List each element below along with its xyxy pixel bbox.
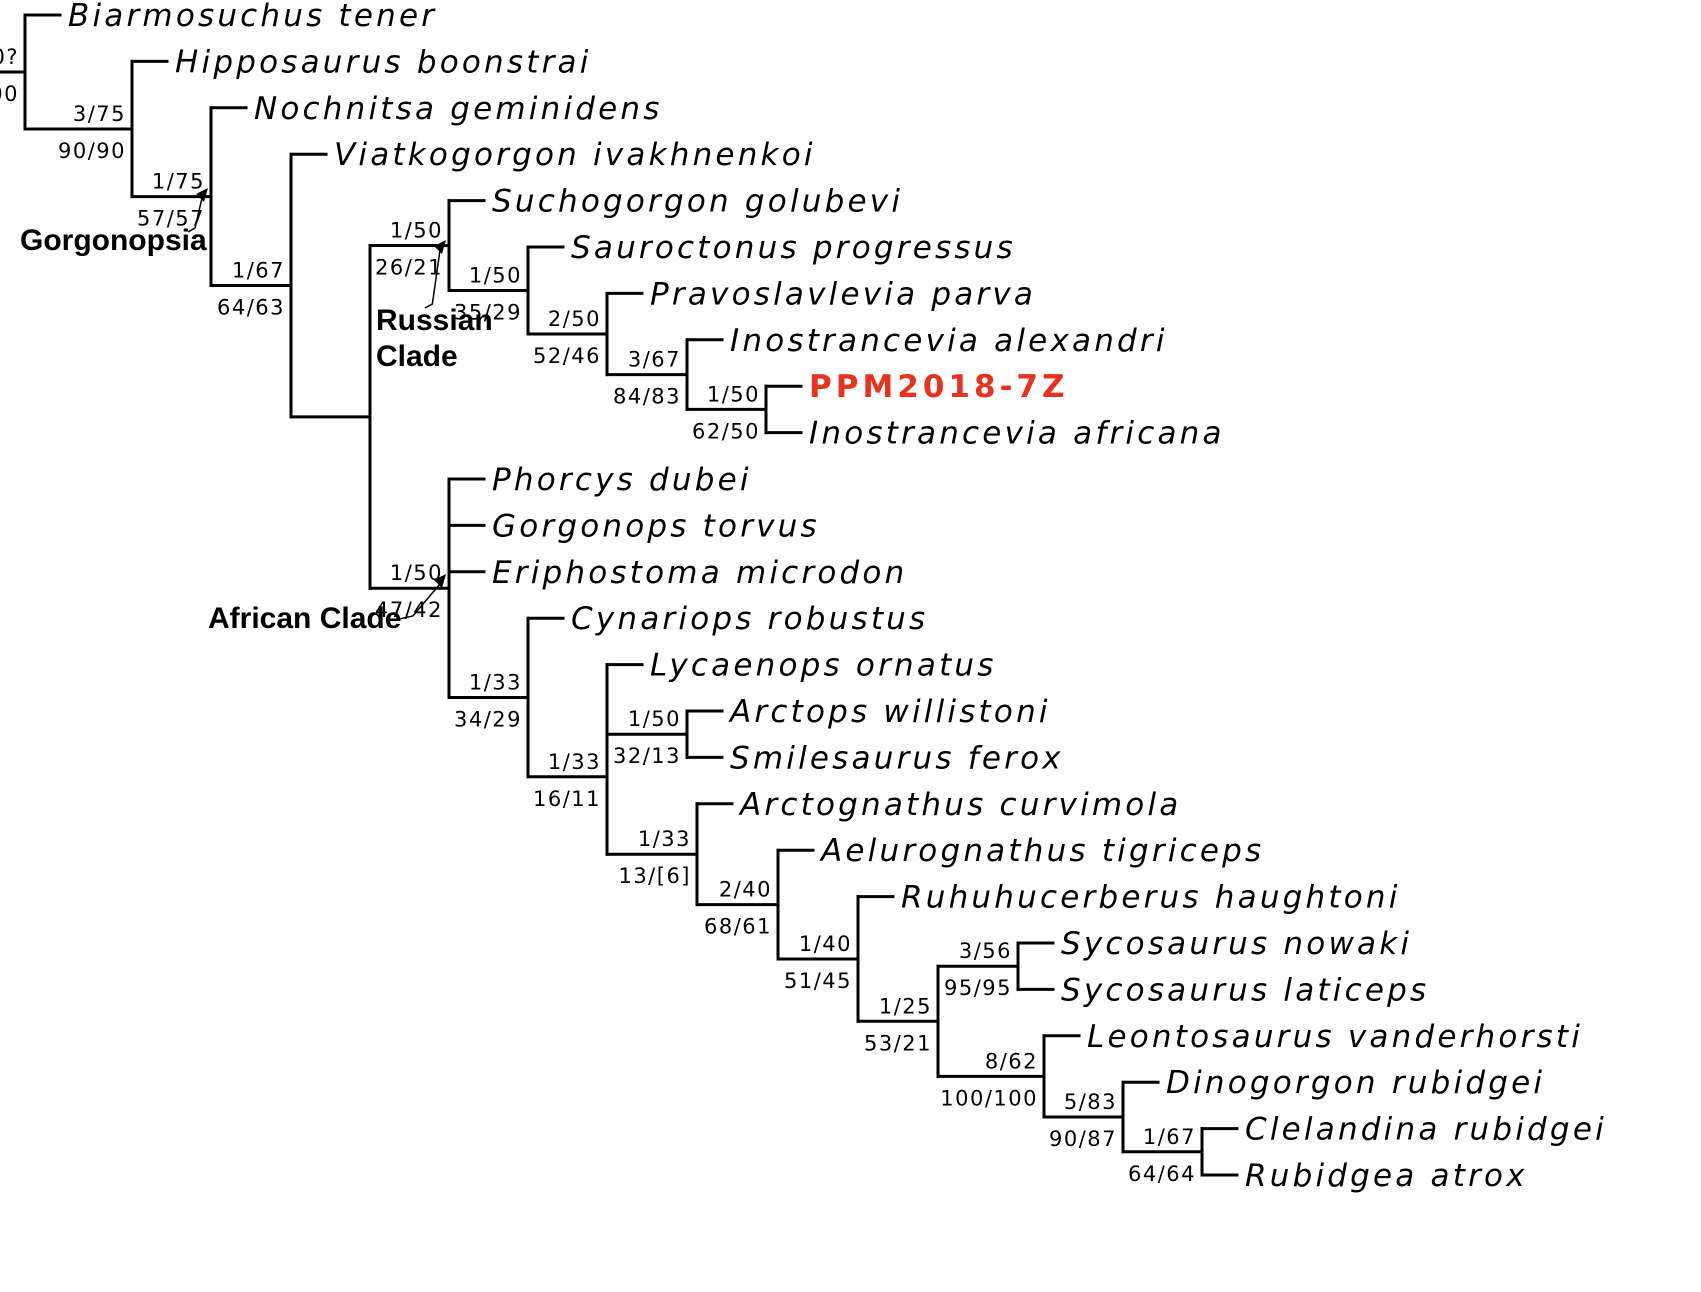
taxon-label-dinogorgon-rubidgei: Dinogorgon rubidgei [1166, 1065, 1545, 1101]
support-above-n_leon: 8/62 [985, 1049, 1038, 1073]
support-above-n_cyn: 1/33 [469, 670, 522, 694]
support-below-n_russian: 26/21 [375, 256, 443, 280]
taxon-label-phorcys-dubei: Phorcys dubei [492, 462, 752, 498]
support-above-n_russian: 1/50 [390, 219, 443, 243]
support-above-n_ruh: 1/40 [799, 932, 852, 956]
arrowhead-n_african [434, 574, 446, 588]
support-below-n_gorgonopsia: 57/57 [137, 207, 205, 231]
arrowhead-n_gorgonopsia [196, 188, 208, 202]
support-above-n_ael: 2/40 [719, 878, 772, 902]
support-above-n_hippo: 3/75 [73, 102, 126, 126]
support-below-n_saur: 35/29 [454, 301, 522, 325]
taxon-label-sauroctonus-progressus: Sauroctonus progressus [571, 230, 1016, 266]
support-below-n_arctog: 13/[6] [618, 864, 691, 888]
support-below-n_leon: 100/100 [940, 1086, 1038, 1110]
support-below-n_syco: 95/95 [944, 976, 1012, 1000]
taxon-label-inostrancevia-africana: Inostrancevia africana [809, 416, 1225, 452]
pointer-n_african [394, 583, 441, 621]
taxon-label-cynariops-robustus: Cynariops robustus [571, 601, 928, 637]
support-above-n_inos: 3/67 [628, 348, 681, 372]
support-above-n_syco: 3/56 [959, 939, 1012, 963]
support-above-n_prav: 2/50 [548, 307, 601, 331]
support-above-n_lyc: 1/33 [548, 750, 601, 774]
support-below-n_ael: 68/61 [704, 915, 772, 939]
support-above-n_arctog: 1/33 [638, 827, 691, 851]
support-below-n_hippo: 90/90 [58, 139, 126, 163]
taxon-label-clelandina-rubidgei: Clelandina rubidgei [1245, 1112, 1607, 1148]
support-above-n_saur: 1/50 [469, 264, 522, 288]
support-below-n_african: 47/42 [375, 598, 443, 622]
support-above-n_clel: 1/67 [1143, 1125, 1196, 1149]
support-above-n_arctops: 1/50 [628, 707, 681, 731]
taxon-label-viatkogorgon-ivakhnenkoi: Viatkogorgon ivakhnenkoi [334, 137, 816, 173]
taxon-label-eriphostoma-microdon: Eriphostoma microdon [492, 555, 907, 591]
taxon-label-inostrancevia-alexandri: Inostrancevia alexandri [730, 323, 1168, 359]
support-below-n_ppm: 62/50 [692, 419, 760, 443]
pointer-n_gorgonopsia [187, 197, 203, 233]
taxon-label-arctops-willistoni: Arctops willistoni [728, 694, 1051, 730]
support-above-n_rub: 1/25 [879, 994, 932, 1018]
pointer-n_russian [424, 249, 441, 309]
taxon-label-rubidgea-atrox: Rubidgea atrox [1245, 1158, 1528, 1194]
support-below-n_prav: 52/46 [533, 344, 601, 368]
support-above-n_ppm: 1/50 [707, 382, 760, 406]
taxon-label-hipposaurus-boonstrai: Hipposaurus boonstrai [175, 44, 592, 80]
taxon-label-sycosaurus-nowaki: Sycosaurus nowaki [1061, 926, 1412, 962]
tree-branches [0, 13, 1239, 1177]
support-below-n_cyn: 34/29 [454, 707, 522, 731]
taxon-label-leontosaurus-vanderhorsti: Leontosaurus vanderhorsti [1087, 1019, 1583, 1055]
clade-label-russian-clade-line1: Russian [376, 304, 493, 337]
support-above-n_gorgonopsia: 1/75 [152, 170, 205, 194]
clade-label-gorgonopsia: Gorgonopsia [20, 224, 207, 257]
clade-label-russian-clade-line2: Clade [376, 340, 458, 373]
taxon-label-nochnitsa-geminidens: Nochnitsa geminidens [254, 91, 663, 127]
support-below-n_rub: 53/21 [864, 1031, 932, 1055]
taxon-label-ppm2018-7z: PPM2018-7Z [809, 369, 1068, 405]
support-below-n_clel: 64/64 [1128, 1162, 1196, 1186]
support-below-n_inos: 84/83 [613, 385, 681, 409]
support-below-n_dino: 90/87 [1049, 1127, 1117, 1151]
taxon-label-sycosaurus-laticeps: Sycosaurus laticeps [1061, 972, 1429, 1008]
arrowhead-n_russian [434, 240, 446, 254]
taxon-label-aelurognathus-tigriceps: Aelurognathus tigriceps [819, 833, 1264, 869]
support-below-n_ruh: 51/45 [784, 969, 852, 993]
support-below-n_lyc: 16/11 [533, 787, 601, 811]
clade-pointers [187, 188, 446, 621]
support-above-n_viatko: 1/67 [232, 259, 285, 283]
support-above-n_african: 1/50 [390, 561, 443, 585]
clade-label-african-clade: African Clade [208, 602, 401, 635]
support-below-n_arctops: 32/13 [613, 744, 681, 768]
taxon-label-ruhuhucerberus-haughtoni: Ruhuhucerberus haughtoni [901, 880, 1401, 916]
support-values: 10?/100? 100/100 3/75 90/90 1/75 57/57 1/67 64/… [0, 45, 1196, 1186]
support-above-n_root: 10?/100? [0, 45, 19, 69]
support-below-n_root: 100/100 [0, 82, 19, 106]
taxon-label-lycaenops-ornatus: Lycaenops ornatus [650, 648, 997, 684]
taxon-label-suchogorgon-golubevi: Suchogorgon golubevi [492, 184, 903, 220]
taxon-label-pravoslavlevia-parva: Pravoslavlevia parva [650, 276, 1036, 312]
taxon-label-biarmosuchus-tener: Biarmosuchus tener [68, 0, 437, 34]
support-above-n_dino: 5/83 [1064, 1090, 1117, 1114]
support-below-n_viatko: 64/63 [217, 296, 285, 320]
taxon-label-arctognathus-curvimola: Arctognathus curvimola [738, 787, 1181, 823]
taxon-label-gorgonops-torvus: Gorgonops torvus [492, 508, 820, 544]
taxon-label-smilesaurus-ferox: Smilesaurus ferox [730, 740, 1064, 776]
